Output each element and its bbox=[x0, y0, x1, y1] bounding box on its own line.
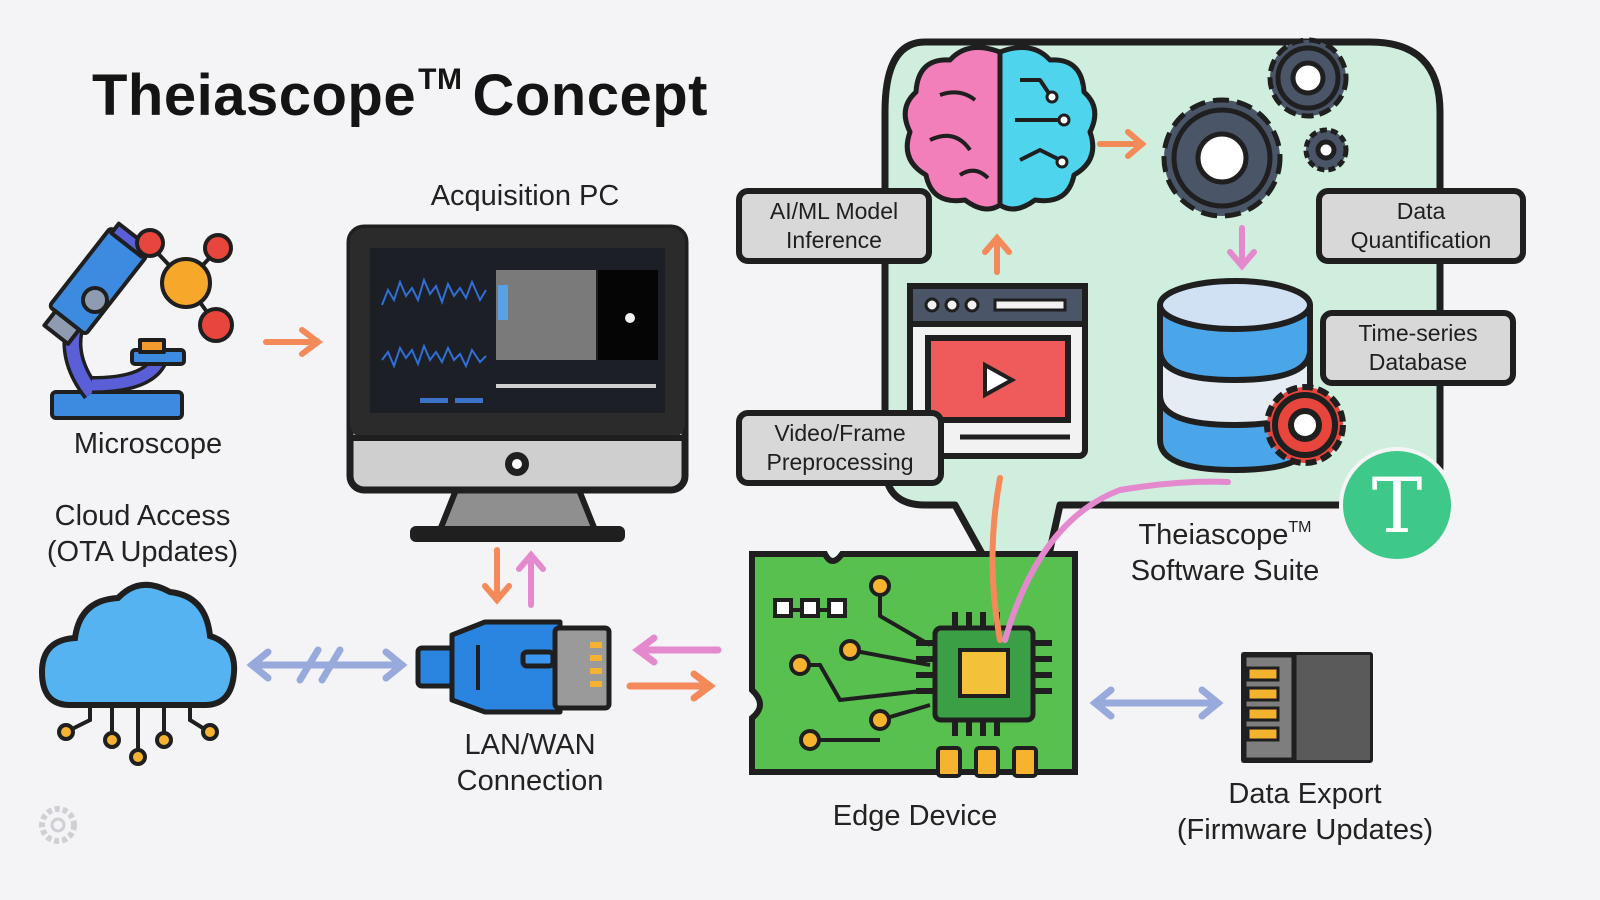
title-main: Theiascope bbox=[92, 63, 417, 128]
edge-device-label-text: Edge Device bbox=[832, 800, 998, 832]
microscope-label: Microscope bbox=[58, 426, 238, 462]
arrow-edge-to-lan bbox=[632, 634, 722, 666]
cloud-icon bbox=[38, 581, 238, 766]
arrow-pc-to-lan bbox=[482, 547, 512, 605]
video-player-icon bbox=[907, 283, 1088, 459]
software-suite-label-line1: TheiascopeTM bbox=[1105, 517, 1345, 553]
brain-icon bbox=[902, 45, 1098, 212]
video-tag-line2: Preprocessing bbox=[766, 449, 914, 475]
gear-icon bbox=[39, 806, 77, 844]
video-tag-line1: Video/Frame bbox=[774, 420, 906, 447]
quant-tag-line2: Quantification bbox=[1350, 227, 1492, 253]
arrow-brain-to-gears bbox=[1097, 129, 1147, 159]
cloud-label-line2: (OTA Updates) bbox=[46, 536, 239, 569]
monitor-icon bbox=[346, 224, 689, 542]
theiascope-logo bbox=[1339, 447, 1455, 563]
title-rest: Concept bbox=[472, 63, 708, 128]
time-series-database-tag: Time-series Database bbox=[1320, 310, 1516, 386]
cloud-access-label: Cloud Access (OTA Updates) bbox=[25, 498, 260, 571]
lan-label-line2: Connection bbox=[456, 765, 604, 798]
lan-label-line1: LAN/WAN bbox=[464, 729, 596, 761]
microscope-label-text: Microscope bbox=[73, 428, 223, 460]
tsdb-tag-line2: Database bbox=[1368, 349, 1468, 375]
flow-line-edge-to-video bbox=[989, 475, 1003, 643]
suite-name: Theiascope bbox=[1138, 519, 1289, 551]
ethernet-plug-icon bbox=[415, 619, 612, 715]
ai-tag-line2: Inference bbox=[786, 227, 882, 253]
data-export-label: Data Export (Firmware Updates) bbox=[1150, 776, 1460, 849]
ai-tag-line1: AI/ML Model bbox=[769, 198, 899, 225]
database-icon bbox=[1157, 278, 1346, 474]
quant-tag-line1: Data bbox=[1396, 198, 1446, 225]
arrow-cloud-lan bbox=[246, 646, 408, 684]
data-quantification-tag: Data Quantification bbox=[1316, 188, 1526, 264]
gears-icon bbox=[1161, 37, 1349, 219]
software-suite-label-line2: Software Suite bbox=[1130, 555, 1320, 588]
title-trademark: TM bbox=[418, 63, 463, 96]
data-export-label-line2: (Firmware Updates) bbox=[1176, 814, 1434, 847]
logo-letter: T bbox=[1371, 460, 1423, 550]
arrow-edge-sdcard bbox=[1089, 686, 1224, 720]
tsdb-tag-line1: Time-series bbox=[1358, 320, 1478, 347]
ai-ml-inference-tag: AI/ML Model Inference bbox=[736, 188, 932, 264]
arrow-lan-to-pc bbox=[516, 550, 546, 608]
acquisition-pc-label-text: Acquisition PC bbox=[430, 180, 620, 212]
data-export-label-line1: Data Export bbox=[1228, 778, 1382, 810]
microscope-icon bbox=[42, 221, 186, 420]
arrow-microscope-to-pc bbox=[263, 327, 323, 357]
video-frame-preprocessing-tag: Video/Frame Preprocessing bbox=[736, 410, 944, 486]
arrow-lan-to-edge bbox=[626, 670, 716, 702]
cloud-label-line1: Cloud Access bbox=[54, 500, 231, 532]
lan-wan-label: LAN/WAN Connection bbox=[420, 727, 640, 800]
arrow-video-to-brain bbox=[982, 233, 1012, 275]
flow-line-edge-to-database bbox=[1002, 478, 1231, 643]
acquisition-pc-label: Acquisition PC bbox=[410, 178, 640, 214]
circuit-board-icon bbox=[749, 551, 1078, 778]
page-title: TheiascopeTM Concept bbox=[92, 62, 708, 129]
suite-trademark: TM bbox=[1288, 519, 1312, 536]
sd-card-icon bbox=[1241, 652, 1373, 763]
molecule-icon bbox=[135, 228, 234, 343]
software-suite-label: TheiascopeTM Software Suite bbox=[1105, 517, 1345, 590]
arrow-gears-to-database bbox=[1227, 225, 1257, 271]
edge-device-label: Edge Device bbox=[800, 798, 1030, 834]
